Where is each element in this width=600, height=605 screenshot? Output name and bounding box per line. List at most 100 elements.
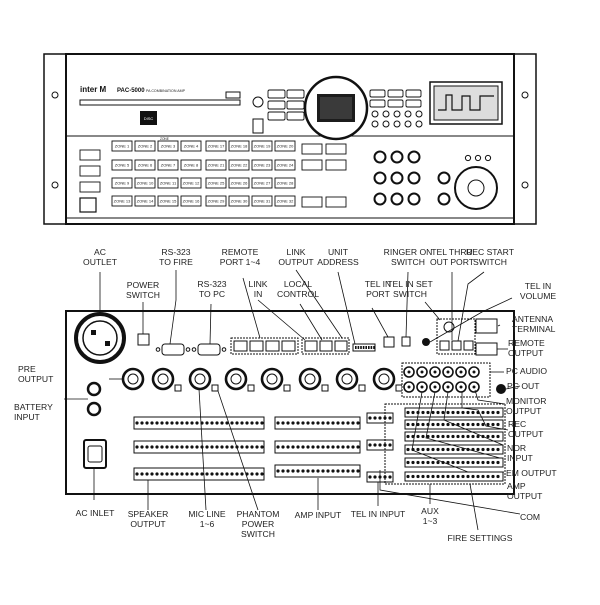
- preset-button[interactable]: [404, 110, 412, 118]
- phantom-power-switch[interactable]: [174, 384, 182, 392]
- power-switch[interactable]: [137, 333, 150, 346]
- preset-button[interactable]: [382, 110, 390, 118]
- mode-button[interactable]: [301, 159, 323, 171]
- zone-button[interactable]: [251, 159, 273, 171]
- power-knob[interactable]: [252, 96, 264, 108]
- zone-button[interactable]: [205, 177, 227, 189]
- zone-button[interactable]: [205, 159, 227, 171]
- preset-button[interactable]: [393, 120, 401, 128]
- zone-button[interactable]: [274, 195, 296, 207]
- zone-button[interactable]: [134, 195, 156, 207]
- zone-button[interactable]: [111, 195, 133, 207]
- ringer-on-switch[interactable]: [401, 336, 411, 347]
- preset-button[interactable]: [415, 110, 423, 118]
- zone-button[interactable]: [157, 195, 179, 207]
- cd-control-button[interactable]: [286, 89, 305, 99]
- label-com: COM: [520, 512, 540, 522]
- zone-button[interactable]: [134, 177, 156, 189]
- preset-button[interactable]: [371, 110, 379, 118]
- phantom-power-switch[interactable]: [321, 384, 329, 392]
- label-line: LINK: [248, 279, 267, 289]
- zone-button[interactable]: [157, 159, 179, 171]
- zone-button[interactable]: [134, 159, 156, 171]
- volume-knob[interactable]: [390, 150, 404, 164]
- jog-mode-button[interactable]: [484, 154, 492, 162]
- mode-button[interactable]: [301, 196, 323, 208]
- preset-button[interactable]: [382, 120, 390, 128]
- zone-button[interactable]: [228, 195, 250, 207]
- tuner-control-button[interactable]: [405, 89, 422, 98]
- zone-button[interactable]: [180, 195, 202, 207]
- zone-button[interactable]: [180, 177, 202, 189]
- phantom-power-switch[interactable]: [358, 384, 366, 392]
- mode-button[interactable]: [325, 196, 347, 208]
- jog-mode-button[interactable]: [464, 154, 472, 162]
- zone-button[interactable]: [157, 177, 179, 189]
- zone-button[interactable]: [228, 177, 250, 189]
- mode-button[interactable]: [325, 143, 347, 155]
- phantom-power-switch[interactable]: [283, 384, 291, 392]
- zone-button[interactable]: [274, 159, 296, 171]
- phantom-power-switch[interactable]: [395, 384, 403, 392]
- tuner-control-button[interactable]: [405, 99, 422, 108]
- mode-button[interactable]: [301, 143, 323, 155]
- zone-button[interactable]: [157, 140, 179, 152]
- terminal-screw: [476, 474, 480, 479]
- zone-button[interactable]: [134, 140, 156, 152]
- zone-button[interactable]: [228, 159, 250, 171]
- eject-button[interactable]: [225, 91, 241, 99]
- terminal-screw: [461, 410, 465, 415]
- volume-knob[interactable]: [390, 192, 404, 206]
- cd-control-button[interactable]: [286, 100, 305, 110]
- function-button[interactable]: [79, 149, 101, 161]
- zone-button[interactable]: [251, 177, 273, 189]
- zone-button[interactable]: [274, 140, 296, 152]
- zone-button[interactable]: [274, 177, 296, 189]
- cd-control-button[interactable]: [286, 111, 305, 121]
- volume-knob[interactable]: [407, 192, 421, 206]
- zone-button[interactable]: [111, 140, 133, 152]
- zone-button[interactable]: [180, 140, 202, 152]
- zone-button[interactable]: [180, 159, 202, 171]
- function-button[interactable]: [79, 181, 101, 193]
- speaker-output-terminal: [133, 467, 265, 481]
- phantom-power-switch[interactable]: [247, 384, 255, 392]
- volume-knob[interactable]: [373, 171, 387, 185]
- standby-button[interactable]: [79, 197, 97, 213]
- preset-button[interactable]: [393, 110, 401, 118]
- cd-control-button[interactable]: [267, 111, 286, 121]
- volume-knob[interactable]: [437, 192, 451, 206]
- zone-button[interactable]: [251, 140, 273, 152]
- cd-control-button[interactable]: [267, 100, 286, 110]
- tuner-control-button[interactable]: [369, 99, 386, 108]
- tel-in-set-switch[interactable]: [443, 321, 455, 333]
- zone-button[interactable]: [251, 195, 273, 207]
- volume-knob[interactable]: [407, 150, 421, 164]
- cd-control-button[interactable]: [267, 89, 286, 99]
- function-button[interactable]: [79, 165, 101, 177]
- volume-knob[interactable]: [373, 192, 387, 206]
- volume-knob[interactable]: [390, 171, 404, 185]
- zone-button-label: ZONE 30: [231, 199, 248, 204]
- zone-button[interactable]: [228, 140, 250, 152]
- tuner-control-button[interactable]: [387, 89, 404, 98]
- preset-button[interactable]: [371, 120, 379, 128]
- terminal-screw: [255, 472, 259, 476]
- mode-button[interactable]: [325, 159, 347, 171]
- zone-button[interactable]: [111, 177, 133, 189]
- tel-in-volume-knob[interactable]: [422, 338, 430, 346]
- zone-button[interactable]: [205, 140, 227, 152]
- zone-button[interactable]: [205, 195, 227, 207]
- preset-button[interactable]: [415, 120, 423, 128]
- tuner-control-button[interactable]: [387, 99, 404, 108]
- volume-knob[interactable]: [407, 171, 421, 185]
- jog-mode-button[interactable]: [474, 154, 482, 162]
- phantom-power-switch[interactable]: [211, 384, 219, 392]
- tuner-control-button[interactable]: [369, 89, 386, 98]
- preset-button[interactable]: [404, 120, 412, 128]
- rec-start-switch[interactable]: [451, 340, 462, 351]
- zone-button[interactable]: [111, 159, 133, 171]
- volume-knob[interactable]: [437, 171, 451, 185]
- volume-knob[interactable]: [373, 150, 387, 164]
